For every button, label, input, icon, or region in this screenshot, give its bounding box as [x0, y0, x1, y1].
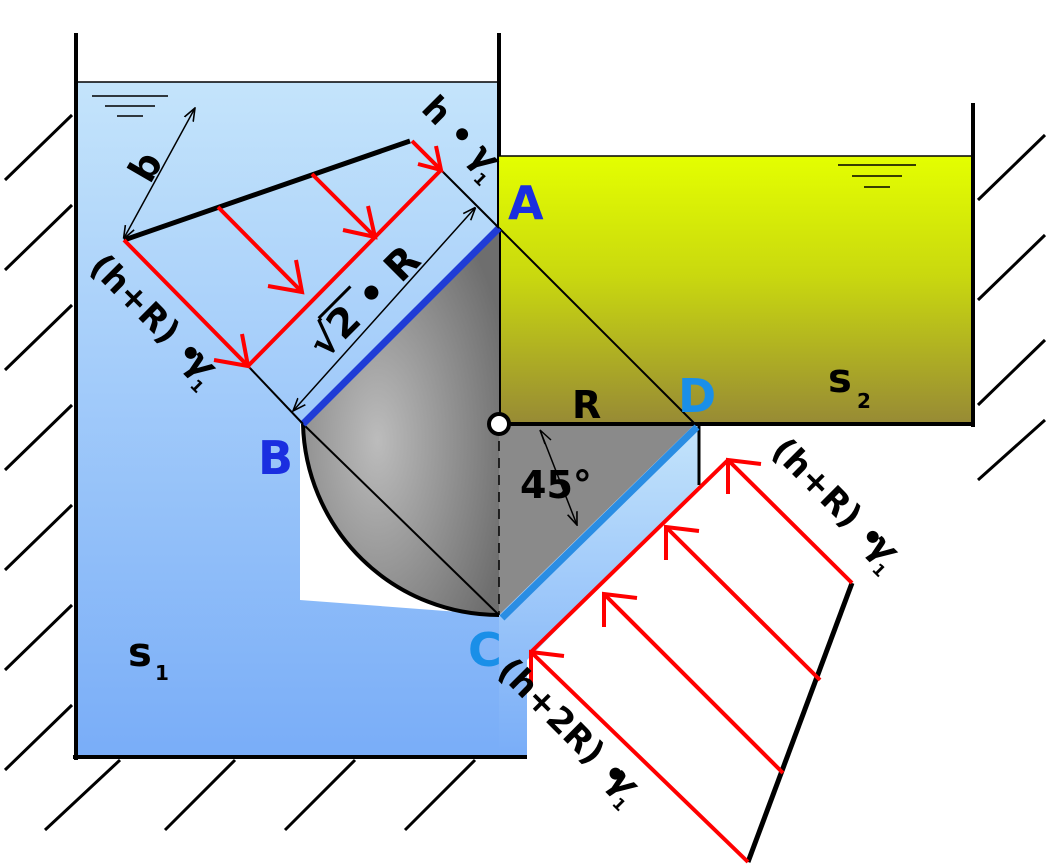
- right-tank-liquid: [499, 156, 973, 424]
- point-C-label: C: [468, 623, 502, 677]
- free-surface-icon-right: [838, 164, 916, 188]
- pressure-envelope-bottom: [745, 582, 855, 863]
- svg-text:s: s: [828, 356, 852, 402]
- dim-b: [124, 108, 195, 238]
- lower-pressure-diagram: [529, 429, 855, 864]
- point-D-label: D: [678, 369, 716, 423]
- gate-face-CD: [499, 424, 700, 621]
- pressure-arrowheads-lower: [529, 457, 762, 686]
- svg-text:1: 1: [155, 661, 169, 685]
- radius-label: R: [572, 383, 601, 427]
- hinge-icon: [487, 412, 511, 436]
- upper-pressure-diagram: [124, 108, 500, 425]
- left-tank-channel: [499, 424, 699, 757]
- dim-2R: [293, 208, 475, 411]
- ground-hatching: [3, 113, 1047, 832]
- svg-text:2: 2: [857, 389, 871, 413]
- s1-label: s 1: [128, 630, 169, 685]
- pressure-label-mid-right: (h+R) • γ 1: [764, 430, 908, 581]
- s2-label: s 2: [828, 356, 871, 413]
- point-B-label: B: [258, 431, 293, 485]
- dim-45-arc: [539, 429, 577, 525]
- angle-label: 45°: [520, 463, 592, 507]
- quarter-cylinder: [499, 228, 695, 615]
- point-A-label: A: [508, 176, 544, 230]
- svg-text:s: s: [128, 630, 152, 676]
